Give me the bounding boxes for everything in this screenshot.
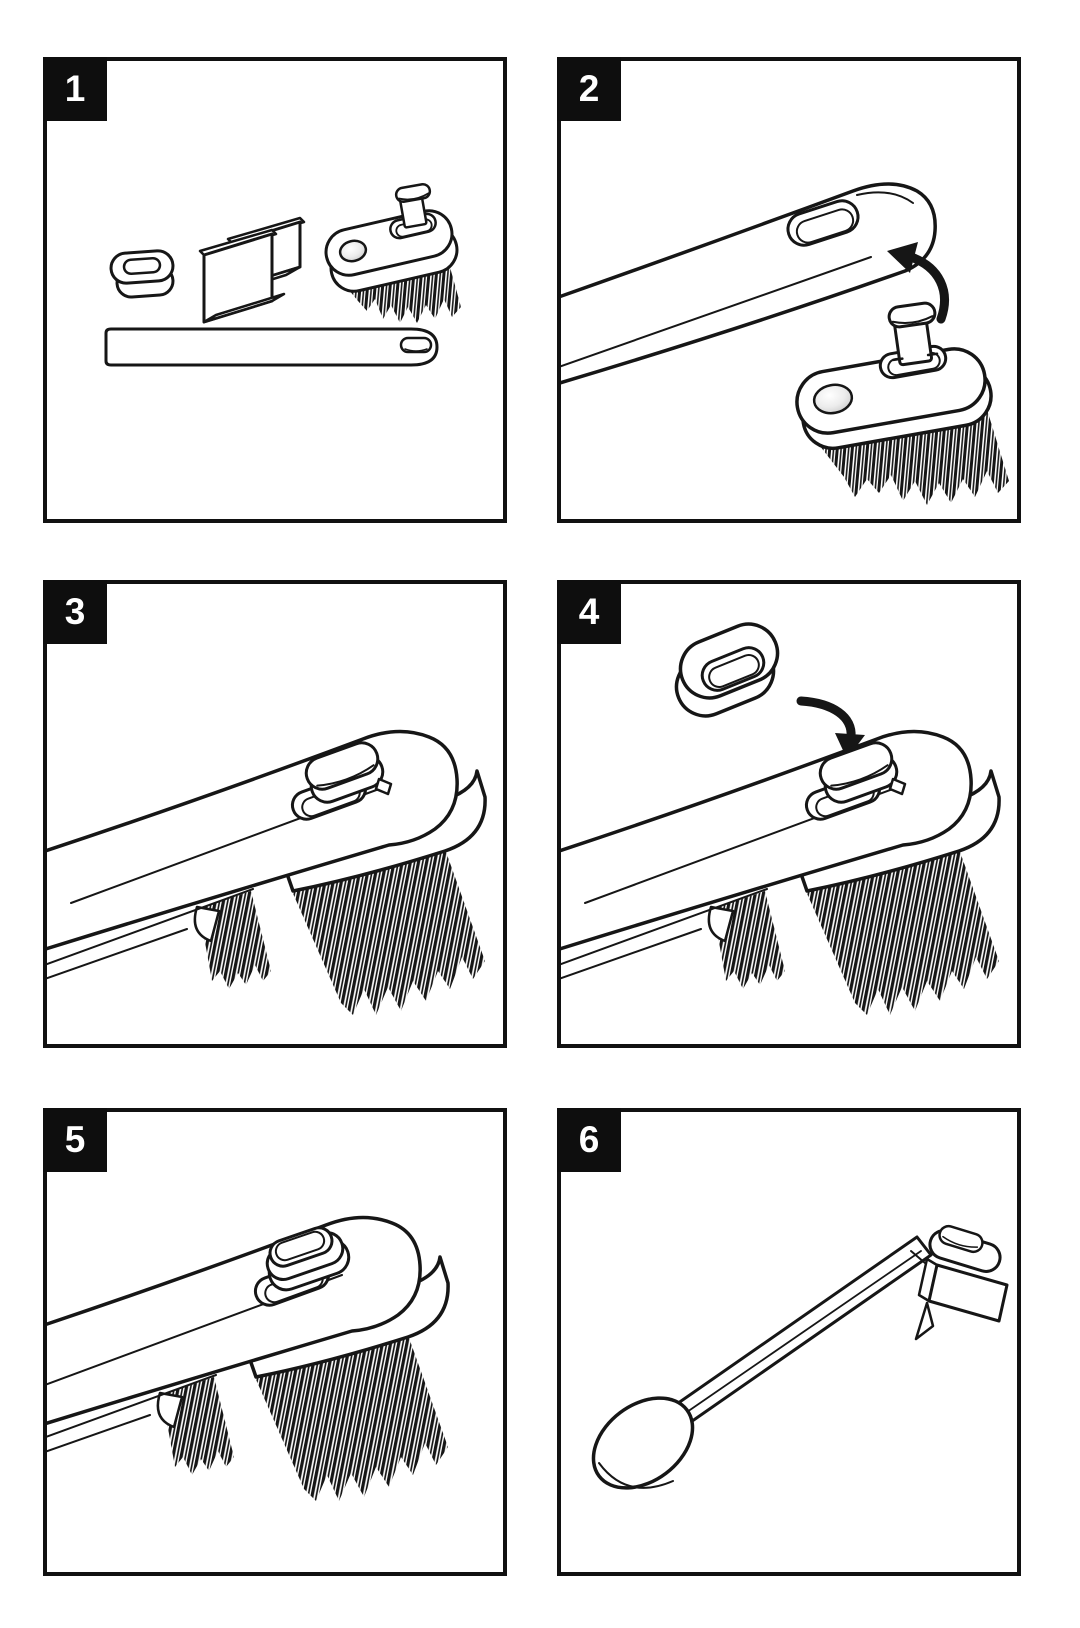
step-panel-5: 5 — [43, 1108, 507, 1576]
mount-hole — [812, 383, 854, 415]
assembled-brush-and-handle — [47, 1215, 450, 1503]
step-number-badge: 6 — [557, 1108, 621, 1172]
step-number: 4 — [578, 591, 600, 632]
step-panel-1: 1 — [43, 57, 507, 523]
step-number-badge: 4 — [557, 580, 621, 644]
step-panel-2: 2 — [557, 57, 1021, 523]
step-panel-4: 4 — [557, 580, 1021, 1048]
step-panel-3: 3 — [43, 580, 507, 1048]
curved-arrow-up-icon — [887, 242, 949, 324]
parts-overview-illustration — [104, 183, 461, 367]
spoon-end — [591, 1396, 695, 1490]
handle — [561, 182, 937, 385]
brush-head — [324, 183, 461, 323]
mount-hole — [338, 239, 368, 263]
channel-clip — [198, 216, 306, 324]
installed-cap — [938, 1224, 984, 1254]
step-number: 3 — [64, 591, 86, 632]
assembled-tool-illustration — [591, 1224, 1009, 1490]
grommet-cap — [109, 249, 175, 299]
brush-head-with-cover — [910, 1224, 1009, 1341]
place-cap-illustration — [561, 622, 1001, 1017]
step-number-badge: 3 — [43, 580, 107, 644]
curved-arrow-down-icon — [796, 696, 865, 759]
handle — [104, 327, 439, 367]
cap-installed-illustration — [47, 1215, 450, 1503]
step-number: 1 — [64, 68, 86, 109]
assembled-brush-and-handle — [561, 729, 1001, 1017]
handle — [659, 1235, 933, 1435]
protective-cover — [927, 1263, 1009, 1323]
brush-head — [795, 301, 1009, 505]
brush-locked-illustration — [47, 729, 487, 1017]
step-panel-6: 6 — [557, 1108, 1021, 1576]
attach-brush-illustration — [561, 182, 1009, 505]
grommet-cap — [674, 622, 780, 718]
step-number: 2 — [578, 68, 600, 109]
step-number-badge: 5 — [43, 1108, 107, 1172]
cover-flap — [914, 1301, 935, 1341]
step-number-badge: 1 — [43, 57, 107, 121]
installed-cap — [265, 1226, 351, 1292]
step-number: 6 — [578, 1119, 600, 1160]
step-number-badge: 2 — [557, 57, 621, 121]
assembled-brush-and-handle — [47, 729, 487, 1017]
step-number: 5 — [64, 1119, 86, 1160]
